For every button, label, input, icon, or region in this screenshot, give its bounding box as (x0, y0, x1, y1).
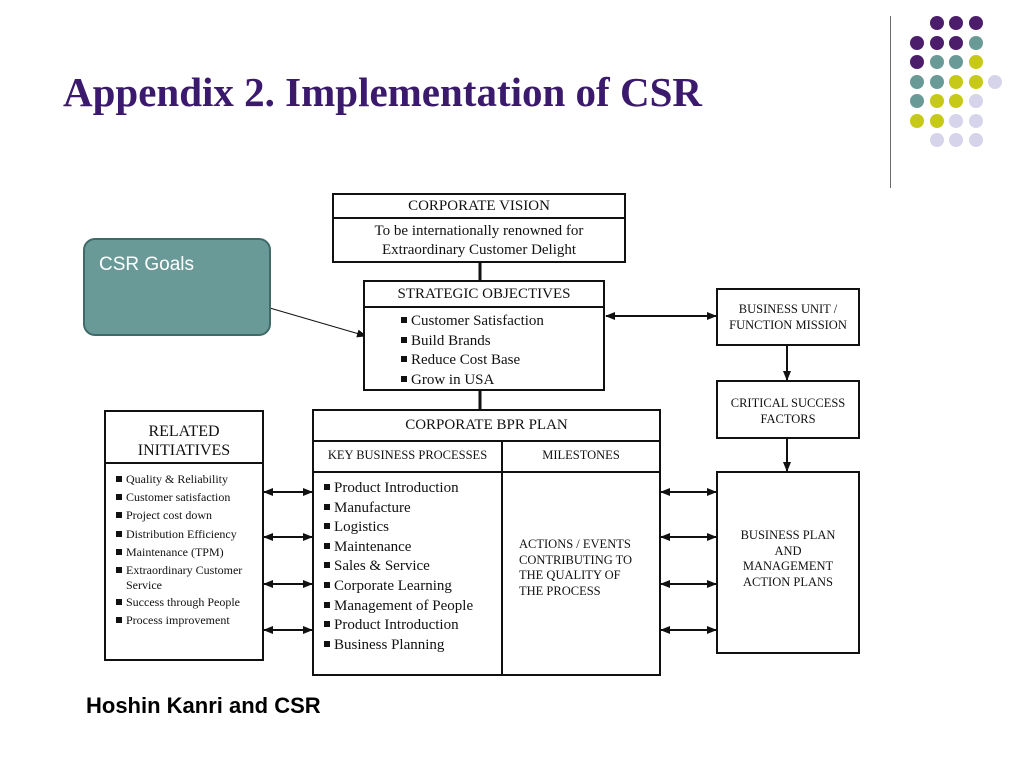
decorative-dot (910, 55, 924, 69)
business-unit-box: BUSINESS UNIT / FUNCTION MISSION (716, 288, 860, 346)
decorative-dot (949, 55, 963, 69)
decorative-dot (929, 35, 944, 50)
callout-pointer (255, 303, 367, 338)
list-item: Reduce Cost Base (401, 351, 603, 371)
corporate-vision-line1: To be internationally renowned for (374, 223, 584, 239)
list-item: Management of People (324, 597, 473, 617)
strategic-objectives-header: STRATEGIC OBJECTIVES (365, 282, 603, 308)
decorative-dot (968, 113, 983, 128)
decorative-dot (949, 94, 963, 108)
related-initiatives-list: Quality & Reliability Customer satisfact… (106, 464, 262, 629)
corporate-bpr-plan-box: CORPORATE BPR PLAN KEY BUSINESS PROCESSE… (312, 409, 661, 676)
bpr-column-divider (501, 473, 503, 674)
list-item: Build Brands (401, 332, 603, 352)
list-item: Corporate Learning (324, 577, 473, 597)
decorative-dot (929, 55, 944, 69)
decorative-dot (949, 16, 963, 30)
list-item: Maintenance (324, 538, 473, 558)
list-item: Product Introduction (324, 479, 473, 499)
business-plan-line1: BUSINESS PLAN (740, 528, 836, 542)
decorative-dot (968, 94, 983, 108)
critical-success-line1: CRITICAL SUCCESS (730, 396, 846, 410)
bpr-plan-header: CORPORATE BPR PLAN (314, 411, 659, 442)
header-divider-line (890, 16, 891, 188)
corporate-vision-line2: Extraordinary Customer Delight (381, 242, 577, 258)
milestones-header: MILESTONES (542, 448, 620, 462)
list-item: Business Planning (324, 636, 473, 656)
business-plan-line3: MANAGEMENT (742, 559, 834, 573)
list-item: Project cost down (116, 506, 262, 524)
business-plan-box: BUSINESS PLAN AND MANAGEMENT ACTION PLAN… (716, 471, 860, 654)
business-unit-line2: FUNCTION MISSION (729, 317, 847, 332)
related-initiatives-box: RELATED INITIATIVES Quality & Reliabilit… (104, 410, 264, 661)
list-item: Product Introduction (324, 616, 473, 636)
corporate-vision-box: CORPORATE VISION To be internationally r… (332, 193, 626, 263)
csr-goals-callout: CSR Goals (83, 238, 271, 336)
business-plan-line2: AND (774, 543, 802, 558)
list-item: Success through People (116, 593, 262, 611)
list-item: Manufacture (324, 499, 473, 519)
list-item: Customer Satisfaction (401, 312, 603, 332)
key-business-processes-header: KEY BUSINESS PROCESSES (314, 440, 503, 471)
decorative-dot (949, 133, 963, 147)
critical-success-line2: FACTORS (760, 411, 816, 426)
list-item: Grow in USA (401, 371, 603, 391)
list-item: Maintenance (TPM) (116, 543, 262, 561)
list-item: Process improvement (116, 611, 262, 629)
decorative-dot (988, 74, 1002, 89)
decorative-dot (968, 133, 983, 147)
list-item: Distribution Efficiency (116, 525, 262, 543)
slide-caption: Hoshin Kanri and CSR (86, 693, 321, 718)
decorative-dot (910, 74, 924, 89)
list-item: Quality & Reliability (116, 470, 262, 488)
csr-goals-label: CSR Goals (99, 254, 195, 275)
decorative-dot (910, 113, 924, 128)
business-plan-line4: ACTION PLANS (743, 574, 833, 589)
list-item: Customer satisfaction (116, 488, 262, 506)
decorative-dot (968, 74, 983, 89)
decorative-dot (949, 113, 963, 128)
strategic-objectives-box: STRATEGIC OBJECTIVES Customer Satisfacti… (363, 280, 605, 391)
bpr-plan-column-headers: KEY BUSINESS PROCESSES MILESTONES (314, 440, 659, 473)
decorative-dot (910, 35, 924, 50)
decorative-dot (968, 55, 983, 69)
decorative-dot (929, 94, 944, 108)
decorative-dot (968, 16, 983, 30)
related-initiatives-header: RELATED INITIATIVES (106, 412, 262, 464)
list-item: Logistics (324, 518, 473, 538)
decorative-dot (910, 94, 924, 108)
decorative-dot (929, 113, 944, 128)
decorative-dot (929, 74, 944, 89)
business-unit-line1: BUSINESS UNIT / (738, 302, 838, 316)
corporate-vision-header: CORPORATE VISION (334, 195, 624, 219)
decorative-dot (968, 35, 983, 50)
decorative-dot (949, 74, 963, 89)
strategic-objectives-list: Customer Satisfaction Build Brands Reduc… (365, 308, 603, 390)
decorative-dot (949, 35, 963, 50)
slide-title: Appendix 2. Implementation of CSR (63, 69, 702, 115)
milestones-description: ACTIONS / EVENTS CONTRIBUTING TO THE QUA… (519, 537, 633, 598)
decorative-dot (929, 16, 944, 30)
key-business-processes-list: Product Introduction Manufacture Logisti… (324, 479, 473, 655)
list-item-continuation: Service (126, 578, 162, 593)
list-item: Sales & Service (324, 557, 473, 577)
critical-success-box: CRITICAL SUCCESS FACTORS (716, 380, 860, 439)
list-item: Extraordinary Customer (116, 561, 262, 578)
decorative-dot (929, 133, 944, 147)
